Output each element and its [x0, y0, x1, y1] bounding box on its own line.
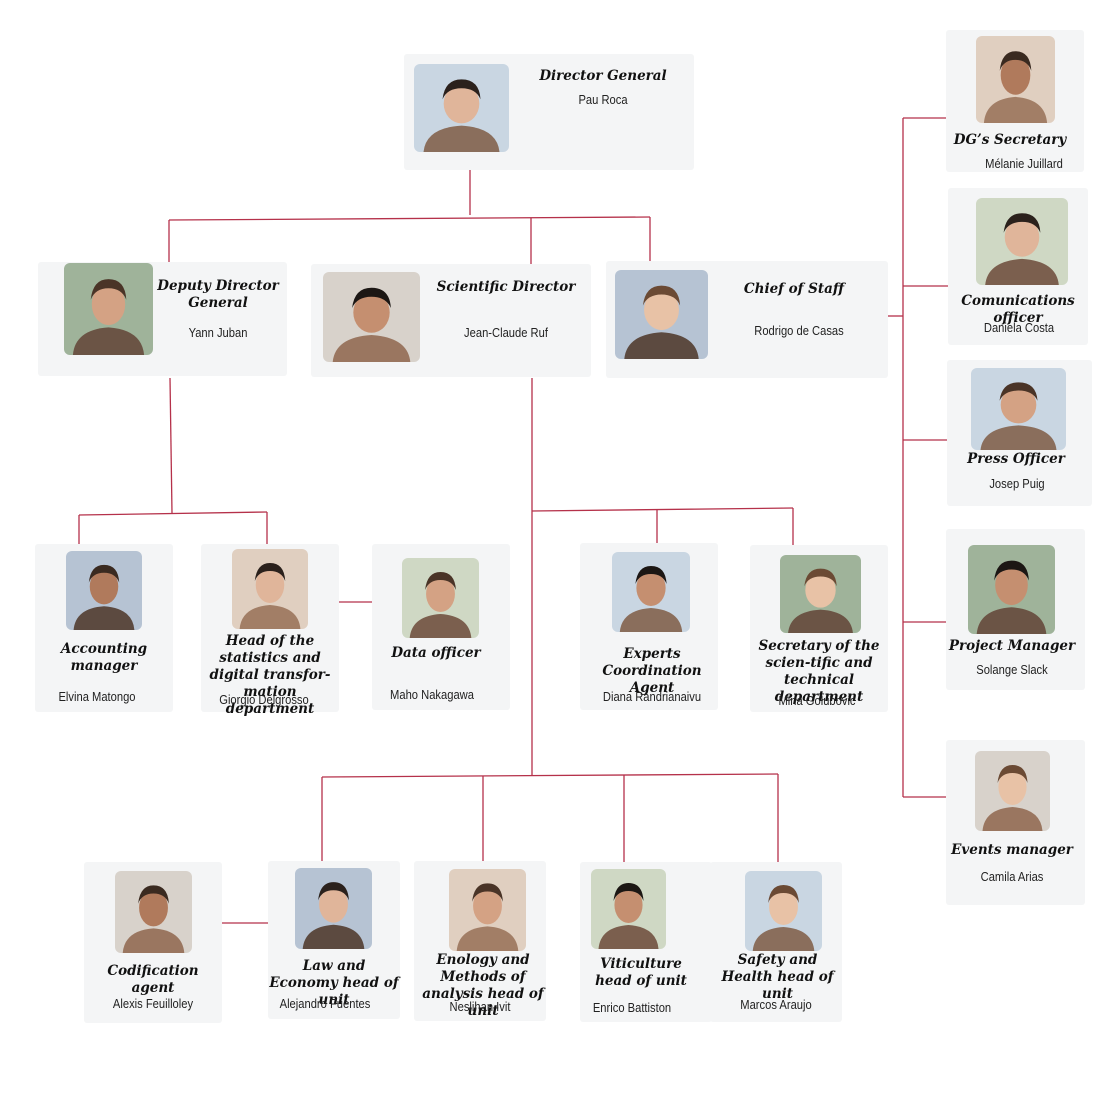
- person-name-safety: Marcos Araujo: [740, 997, 812, 1012]
- person-name-acc: Elvina Matongo: [58, 689, 136, 704]
- role-title-law: Law and Economy head of unit: [269, 958, 399, 1008]
- person-name-cos: Rodrigo de Casas: [754, 323, 844, 338]
- portrait-photo-dgsec: [976, 36, 1055, 123]
- role-title-events: Events manager: [951, 842, 1073, 858]
- portrait-photo-law: [295, 868, 372, 949]
- person-name-press: Josep Puig: [989, 476, 1045, 491]
- role-title-comms: Comunications officer: [961, 293, 1075, 326]
- connector-line: [168, 216, 651, 221]
- portrait-photo-codif: [115, 871, 192, 953]
- portrait-photo-safety: [745, 871, 822, 951]
- role-title-enology: Enology and Methods of analysis head of …: [422, 952, 544, 1019]
- portrait-photo-sd: [323, 272, 420, 362]
- person-name-secsci: Mina Golubovic: [778, 693, 856, 708]
- portrait-photo-data: [402, 558, 479, 638]
- portrait-photo-ddg: [64, 263, 153, 355]
- role-title-data: Data officer: [391, 645, 481, 661]
- role-title-sd: Scientific Director: [436, 279, 576, 295]
- portrait-photo-pm: [968, 545, 1055, 634]
- person-name-sd: Jean-Claude Ruf: [464, 325, 548, 340]
- role-title-press: Press Officer: [967, 451, 1065, 467]
- connector-line: [321, 773, 779, 778]
- portrait-photo-cos: [615, 270, 708, 359]
- person-name-experts: Diana Randrianaivu: [602, 689, 702, 704]
- person-name-ddg: Yann Juban: [188, 325, 248, 340]
- connector-line: [531, 507, 794, 512]
- role-title-safety: Safety and Health head of unit: [721, 952, 834, 1002]
- connector-line: [78, 511, 268, 516]
- portrait-photo-comms: [976, 198, 1068, 285]
- role-title-secsci: Secretary of the scien-tific and technic…: [758, 638, 880, 705]
- person-name-viti: Enrico Battiston: [592, 1000, 672, 1015]
- person-name-law: Alejandro Fuentes: [279, 996, 371, 1011]
- person-name-dg: Pau Roca: [578, 92, 628, 107]
- role-title-pm: Project Manager: [948, 638, 1076, 654]
- person-name-stats: Giorgio Delgrosso: [219, 692, 309, 707]
- person-name-events: Camila Arias: [980, 869, 1044, 884]
- role-title-stats: Head of the statistics and digital trans…: [209, 633, 331, 717]
- portrait-photo-experts: [612, 552, 690, 632]
- portrait-photo-enology: [449, 869, 526, 951]
- portrait-photo-press: [971, 368, 1066, 450]
- portrait-photo-secsci: [780, 555, 861, 633]
- role-title-viti: Viticulture head of unit: [595, 956, 687, 989]
- person-name-pm: Solange Slack: [976, 662, 1048, 677]
- portrait-photo-stats: [232, 549, 308, 629]
- role-title-experts: Experts Coordination Agent: [602, 646, 702, 696]
- person-name-codif: Alexis Feuilloley: [112, 996, 194, 1011]
- role-title-codif: Codification agent: [107, 963, 199, 996]
- person-name-data: Maho Nakagawa: [390, 687, 474, 702]
- role-title-dg: Director General: [539, 68, 667, 84]
- role-title-ddg: Deputy Director General: [157, 278, 279, 311]
- role-title-acc: Accounting manager: [60, 641, 148, 674]
- person-name-dgsec: Mélanie Juillard: [985, 156, 1063, 171]
- connector-line: [169, 377, 173, 514]
- role-title-dgsec: DG’s Secretary: [953, 132, 1067, 148]
- person-name-comms: Daniela Costa: [983, 320, 1055, 335]
- portrait-photo-acc: [66, 551, 142, 630]
- portrait-photo-events: [975, 751, 1050, 831]
- portrait-photo-dg: [414, 64, 509, 152]
- person-name-enology: Neslihan Ivit: [449, 999, 511, 1014]
- portrait-photo-viti: [591, 869, 666, 949]
- role-title-cos: Chief of Staff: [743, 281, 845, 297]
